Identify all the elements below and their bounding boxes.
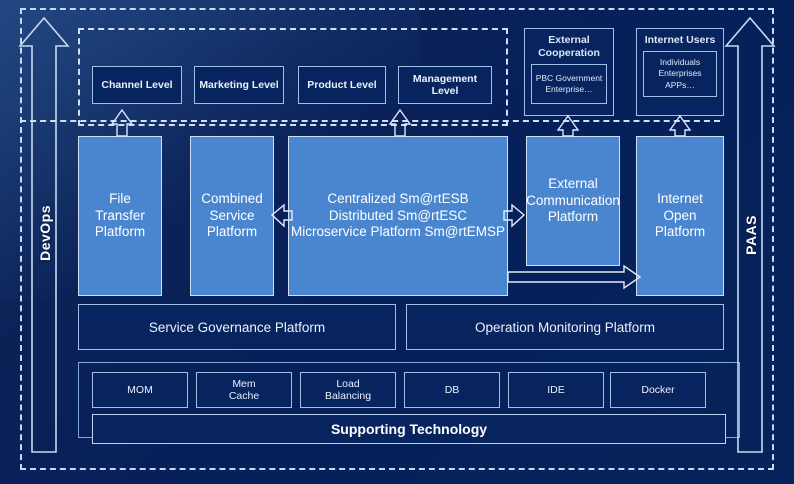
governance-label: Service Governance Platform [148,319,326,335]
governance-service[interactable]: Service Governance Platform [78,304,396,350]
paas-label: PAAS [743,215,759,255]
level-box-marketing[interactable]: Marketing Level [194,66,284,104]
devops-label: DevOps [37,205,53,261]
group-title: Internet Users [644,34,716,46]
level-box-product[interactable]: Product Level [298,66,386,104]
supporting-label: Supporting Technology [330,421,488,437]
tech-box-docker[interactable]: Docker [610,372,706,408]
level-box-channel[interactable]: Channel Level [92,66,182,104]
tech-box-ide[interactable]: IDE [508,372,604,408]
supporting-technology-banner[interactable]: Supporting Technology [92,414,726,444]
tech-box-db[interactable]: DB [404,372,500,408]
governance-label: Operation Monitoring Platform [474,319,656,335]
business-levels-boundary [78,28,508,126]
governance-operation-monitoring[interactable]: Operation Monitoring Platform [406,304,724,350]
level-box-management[interactable]: Management Level [398,66,492,104]
group-title: External Cooperation [538,34,600,60]
level-label: Channel Level [101,79,173,91]
business-layer-divider [20,120,720,127]
level-label: Management Level [412,73,478,97]
level-label: Marketing Level [199,79,279,91]
level-label: Product Level [307,79,377,91]
tech-box-mom[interactable]: MOM [92,372,188,408]
